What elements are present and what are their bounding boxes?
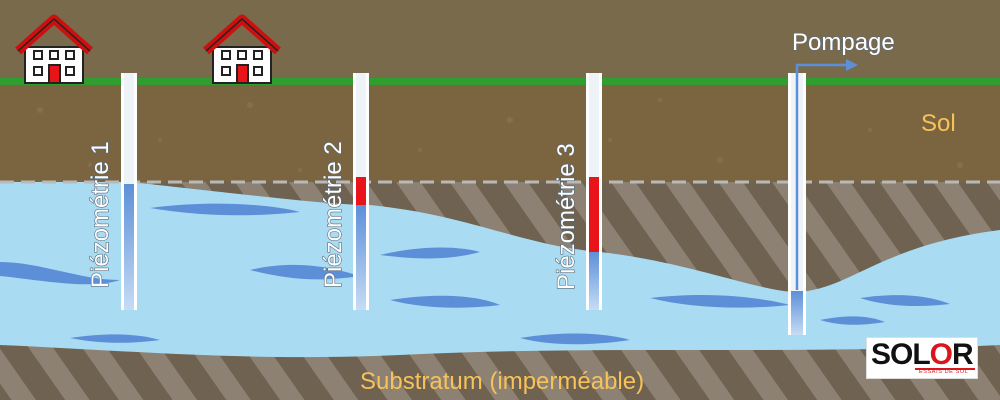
piezometer-3-drawdown	[589, 177, 599, 252]
solor-logo: SOLOR ESSAIS DE SOL	[866, 337, 978, 379]
piezometer-2	[353, 73, 369, 310]
soil-label: Sol	[921, 110, 956, 137]
grass-layer	[0, 78, 1000, 85]
aquifer-water	[0, 182, 1000, 358]
water-waves	[0, 203, 950, 345]
pumping-pipe	[795, 63, 848, 290]
piezometer-3-water	[589, 252, 599, 310]
logo-underline	[915, 368, 975, 370]
pumping-well	[788, 59, 858, 335]
logo-wordmark: SOLOR	[871, 338, 974, 371]
pumping-arrow-icon	[846, 59, 858, 71]
piezometer-2-label: Piézométrie 2	[320, 141, 347, 288]
piezometer-1-label: Piézométrie 1	[87, 141, 114, 288]
house-icon	[15, 14, 93, 84]
logo-tagline: ESSAIS DE SOL	[919, 369, 969, 375]
soil-texture	[37, 98, 963, 172]
house-icon	[203, 14, 281, 84]
piezometer-1	[121, 73, 137, 310]
pumping-well-water	[791, 291, 803, 335]
soil-layer	[0, 82, 1000, 182]
piezometer-1-water	[124, 184, 134, 310]
substratum-label: Substratum (imperméable)	[360, 368, 644, 395]
piezometer-2-water	[356, 205, 366, 310]
piezometer-2-drawdown	[356, 177, 366, 205]
piezometer-3-label: Piézométrie 3	[553, 143, 580, 290]
piezometer-3	[586, 73, 602, 310]
pumping-label: Pompage	[792, 29, 895, 56]
